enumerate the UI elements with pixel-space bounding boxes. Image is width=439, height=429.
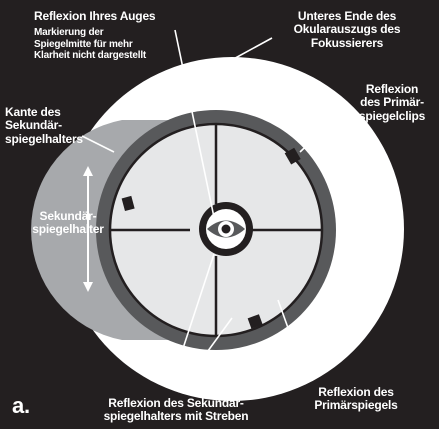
- leader-holder-struts-2: [177, 317, 233, 393]
- leader-clip: [299, 111, 343, 153]
- leader-holder-edge: [81, 135, 115, 153]
- leader-focuser: [227, 37, 273, 63]
- holder-reflection-label: Reflexion des Sekundär- spiegelhalters m…: [103, 396, 249, 424]
- eye-reflection-label: Reflexion Ihres Auges: [34, 9, 156, 23]
- figure-letter: a.: [12, 393, 30, 418]
- primary-reflection-label: Reflexion des Primärspiegels: [314, 385, 398, 413]
- mirror-clip-bottom: [247, 314, 263, 329]
- center-mark-note: Markierung der Spiegelmitte für mehr Kla…: [34, 27, 147, 61]
- spider-vanes: [110, 124, 322, 336]
- secondary-holder-label: Sekundär- spiegelhalter: [32, 209, 104, 237]
- leader-eye: [174, 29, 216, 223]
- primary-clips-label: Reflexion des Primär- spiegelclips: [358, 82, 426, 123]
- focuser-bottom-label: Unteres Ende des Okularauszugs des Fokus…: [293, 9, 401, 50]
- mirror-clip-left: [121, 195, 135, 212]
- leader-lines: [81, 29, 343, 393]
- eye-reflection-icon: [199, 202, 253, 256]
- leader-holder-struts-1: [169, 253, 215, 389]
- holder-edge-label: Kante des Sekundär- spiegelhalters: [5, 105, 83, 146]
- leader-primary: [277, 299, 307, 379]
- mirror-clip-right: [284, 147, 301, 165]
